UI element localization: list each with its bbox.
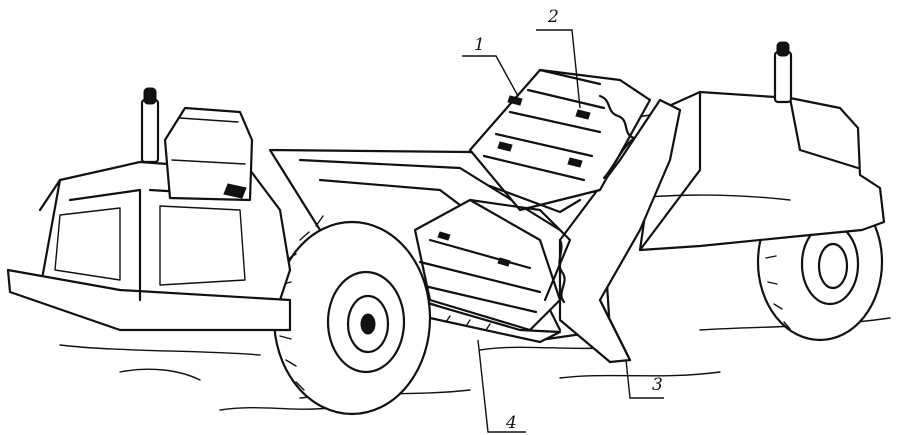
ground-lines xyxy=(59,317,891,411)
callout-label-3: 3 xyxy=(652,375,663,395)
front-tractor xyxy=(6,106,292,332)
callout-label-1: 1 xyxy=(474,35,485,55)
elevator-lower xyxy=(413,198,572,332)
callout-label-2: 2 xyxy=(547,7,559,27)
exhaust-stack-right xyxy=(773,41,793,104)
elevator-upper xyxy=(468,68,652,214)
exhaust-stack-left xyxy=(140,87,160,164)
callout-label-4: 4 xyxy=(505,413,517,433)
callout-4: 4 xyxy=(477,339,526,433)
callout-2: 2 xyxy=(536,7,581,109)
apron xyxy=(558,98,682,364)
callout-3: 3 xyxy=(625,359,664,399)
callout-1: 1 xyxy=(462,35,519,97)
